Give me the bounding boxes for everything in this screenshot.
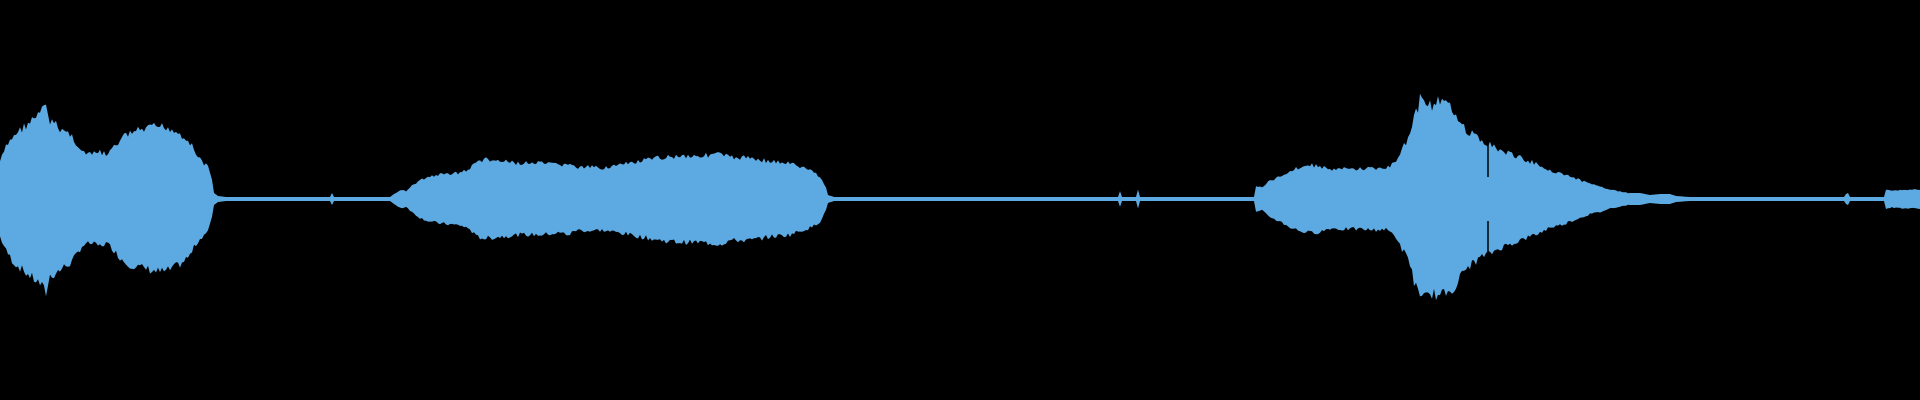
waveform-envelope — [0, 93, 1920, 301]
